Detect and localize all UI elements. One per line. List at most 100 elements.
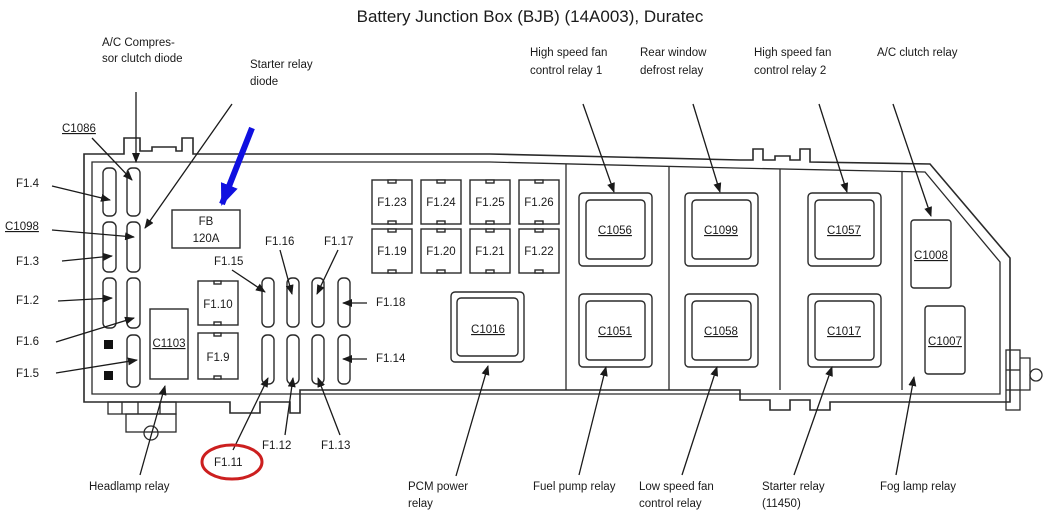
svg-text:F1.22: F1.22 — [524, 246, 553, 258]
svg-text:Starter relay: Starter relay — [762, 481, 825, 493]
label-starter-relay: Starter relay (11450) — [762, 481, 825, 510]
svg-text:F1.9: F1.9 — [206, 352, 229, 364]
arrow-fuel-pump-relay — [578, 366, 608, 476]
mini-fuse-f1-19: F1.19 — [371, 228, 413, 274]
arrow-starter-relay-diode — [144, 103, 233, 229]
relay-c1016: C1016 — [450, 291, 525, 363]
svg-text:High speed fan: High speed fan — [530, 47, 607, 59]
arrow-f1-12 — [284, 377, 296, 436]
svg-text:F1.20: F1.20 — [426, 246, 455, 258]
label-f1-6: F1.6 — [16, 336, 39, 348]
relay-c1057: C1057 — [807, 192, 882, 267]
svg-text:control relay 2: control relay 2 — [754, 65, 826, 77]
svg-text:A/C clutch relay: A/C clutch relay — [877, 47, 958, 59]
label-starter-relay-diode: Starter relay diode — [250, 59, 313, 88]
mini-fuse-f1-26: F1.26 — [518, 179, 560, 225]
label-pcm-power-relay: PCM power relay — [408, 481, 468, 510]
left-mount-bracket — [107, 401, 177, 441]
fuse-f1-4 — [102, 167, 117, 217]
middle-fuse-strips — [261, 277, 351, 385]
svg-text:High speed fan: High speed fan — [754, 47, 831, 59]
relay-c1058: C1058 — [684, 293, 759, 368]
fuse-f1-6 — [126, 277, 141, 329]
label-f1-15: F1.15 — [214, 256, 243, 268]
svg-text:F1.21: F1.21 — [475, 246, 504, 258]
svg-text:sor clutch diode: sor clutch diode — [102, 53, 183, 65]
label-rear-defrost-relay: Rear window defrost relay — [640, 47, 707, 77]
connector-c1098-slot — [126, 221, 141, 273]
leader-arrows — [51, 92, 932, 477]
arrow-f1-13 — [317, 377, 341, 436]
svg-text:A/C Compres-: A/C Compres- — [102, 37, 175, 49]
svg-text:relay: relay — [408, 498, 433, 510]
svg-text:control relay 1: control relay 1 — [530, 65, 602, 77]
fuse-f1-2 — [102, 277, 117, 329]
label-f1-3: F1.3 — [16, 256, 39, 268]
connector-c1103: C1103 — [149, 308, 189, 380]
svg-text:diode: diode — [250, 76, 278, 88]
arrow-fog-lamp-relay — [895, 376, 917, 476]
svg-text:C1103: C1103 — [152, 338, 185, 350]
housing-outline — [83, 137, 1011, 414]
label-f1-2: F1.2 — [16, 295, 39, 307]
label-f1-12: F1.12 — [262, 440, 291, 452]
arrow-f1-2 — [57, 294, 113, 303]
compartment-dividers — [565, 164, 903, 390]
label-ac-clutch-relay: A/C clutch relay — [877, 47, 958, 59]
label-c1098: C1098 — [5, 221, 39, 233]
relay-c1017: C1017 — [807, 293, 882, 368]
label-f1-16: F1.16 — [265, 236, 294, 248]
label-f1-14: F1.14 — [376, 353, 406, 365]
relay-c1008: C1008 — [910, 219, 952, 289]
blue-highlight-arrow — [219, 126, 255, 206]
svg-text:PCM power: PCM power — [408, 481, 468, 493]
svg-text:Rear window: Rear window — [640, 47, 707, 59]
arrow-low-speed-fan-relay — [681, 366, 719, 476]
svg-text:C1051: C1051 — [598, 326, 632, 338]
svg-text:Starter relay: Starter relay — [250, 59, 313, 71]
arrow-f1-3 — [61, 252, 113, 262]
mini-fuse-f1-22: F1.22 — [518, 228, 560, 274]
svg-text:Low speed fan: Low speed fan — [639, 481, 714, 493]
red-highlight-circle — [200, 443, 264, 481]
arrow-f1-11 — [232, 377, 269, 451]
diagram-title: Battery Junction Box (BJB) (14A003), Dur… — [357, 7, 704, 26]
fuse-f1-3 — [102, 221, 117, 273]
arrow-pcm-power-relay — [455, 365, 490, 477]
label-f1-13: F1.13 — [321, 440, 350, 452]
svg-text:C1058: C1058 — [704, 326, 738, 338]
mini-fuse-f1-21: F1.21 — [469, 228, 511, 274]
svg-text:FB: FB — [199, 216, 214, 228]
fuse-fb-120a: FB 120A — [171, 209, 241, 249]
svg-text:C1057: C1057 — [827, 225, 861, 237]
svg-text:defrost relay: defrost relay — [640, 65, 704, 77]
label-ac-compressor-diode: A/C Compres- sor clutch diode — [102, 37, 183, 65]
arrow-rear-defrost-relay — [692, 103, 722, 193]
fuse-f1-17 — [311, 277, 325, 328]
diode-ac-compressor — [126, 167, 141, 217]
arrow-f1-5 — [55, 357, 138, 374]
svg-text:C1017: C1017 — [827, 326, 861, 338]
svg-text:F1.26: F1.26 — [524, 197, 553, 209]
svg-text:F1.19: F1.19 — [377, 246, 406, 258]
svg-text:(11450): (11450) — [762, 498, 801, 510]
mini-fuse-f1-20: F1.20 — [420, 228, 462, 274]
arrow-c1098 — [51, 229, 135, 241]
svg-text:120A: 120A — [193, 233, 220, 245]
arrow-starter-relay — [793, 366, 833, 476]
svg-text:control relay: control relay — [639, 498, 702, 510]
left-fuse-strips — [102, 167, 141, 388]
arrow-c1086 — [91, 137, 133, 181]
arrow-headlamp-relay — [139, 385, 167, 476]
svg-text:C1099: C1099 — [704, 225, 738, 237]
arrow-f1-4 — [51, 185, 111, 202]
label-hs-fan-relay-1: High speed fan control relay 1 — [530, 47, 607, 77]
fuse-f1-16 — [286, 277, 300, 328]
label-f1-4: F1.4 — [16, 178, 40, 190]
arrow-f1-17 — [316, 249, 339, 295]
svg-text:C1008: C1008 — [914, 250, 948, 262]
mini-fuse-f1-23: F1.23 — [371, 179, 413, 225]
